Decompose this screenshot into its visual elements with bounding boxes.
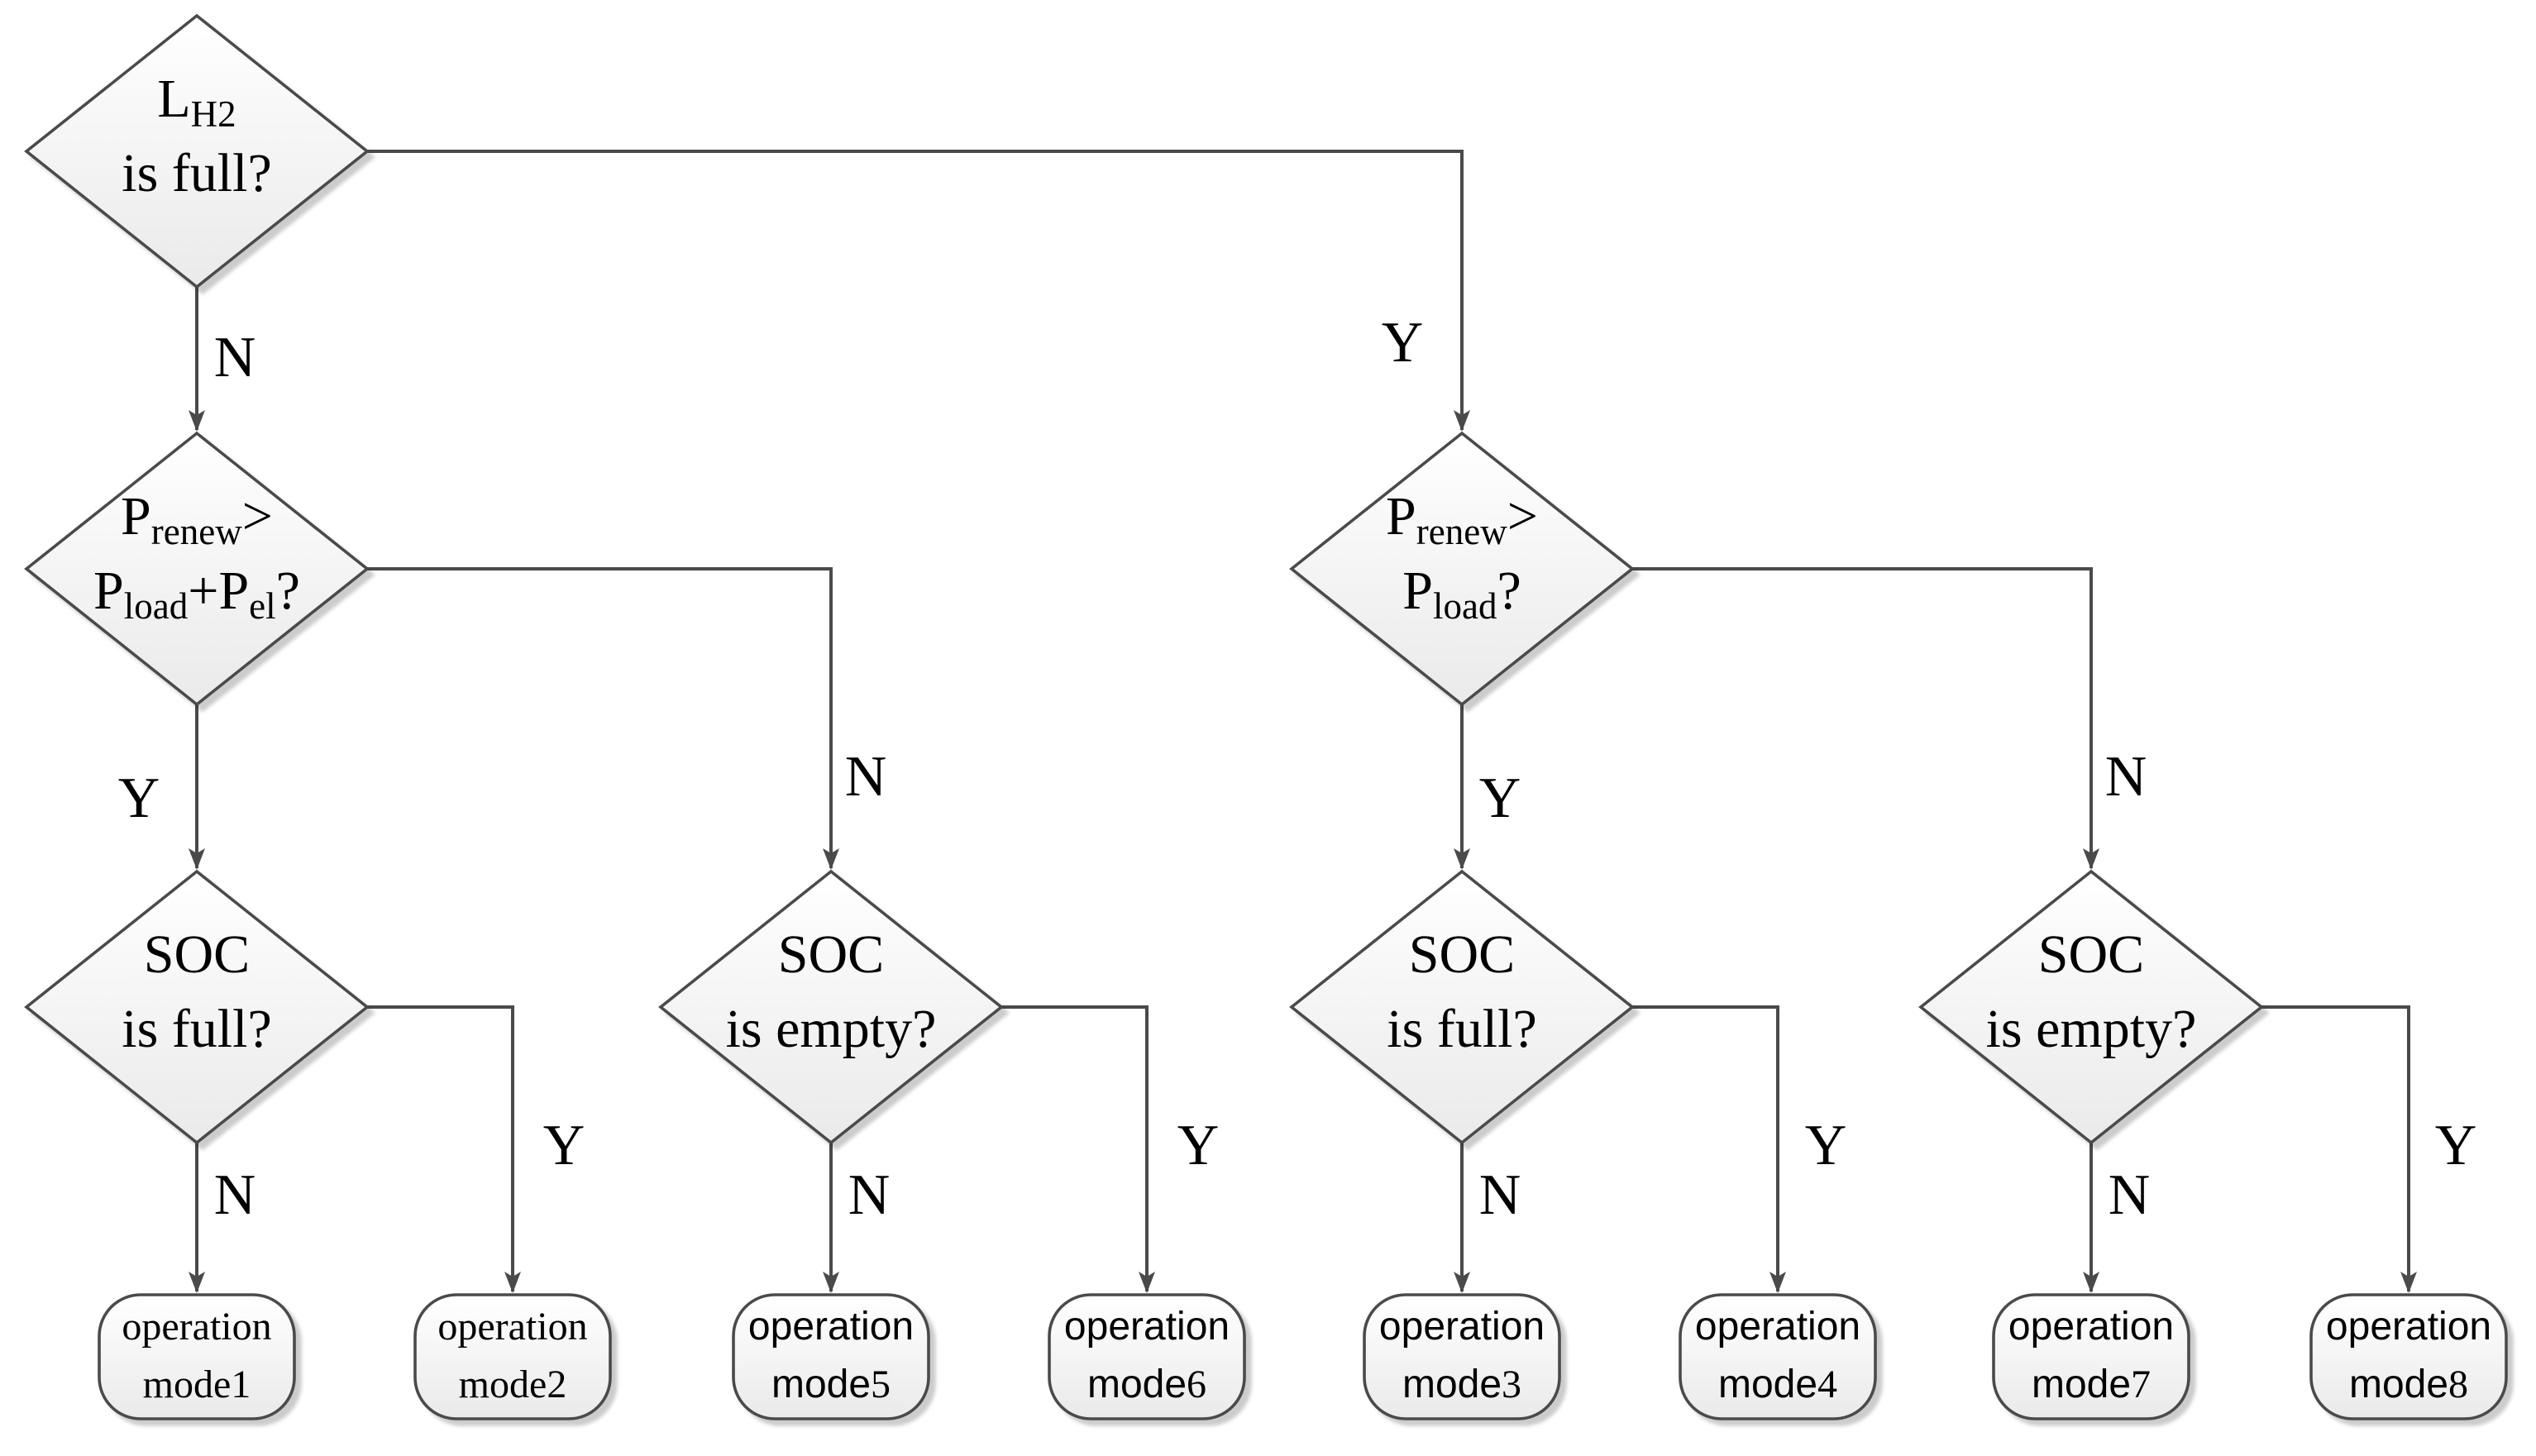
terminal-operation-mode8-line1: operation	[2326, 1305, 2491, 1349]
decision-lh2-text-line1: LH2	[157, 69, 236, 135]
decision-prenew-pload-pel-text-line1: Prenew>	[121, 486, 273, 552]
edge-label-socempty-left-yes: Y	[1177, 1114, 1220, 1177]
terminal-operation-mode5-line2: mode5	[771, 1363, 891, 1406]
decision-prenew-pload-text-line2: Pload?	[1402, 561, 1521, 627]
decision-soc-empty-left-diamond	[658, 869, 1004, 1145]
terminal-operation-mode8-line2: mode8	[2349, 1363, 2468, 1406]
edge-label-prenew-pel-yes: Y	[118, 766, 160, 830]
edge-label-prenew-pload-no: N	[2105, 745, 2147, 809]
edge-label-socempty-left-no: N	[848, 1163, 891, 1227]
decision-prenew-pload-pel-diamond	[24, 431, 370, 707]
terminal-operation-mode6	[1048, 1293, 1246, 1420]
decision-soc-full-left-text-line2: is full?	[122, 999, 271, 1059]
terminal-operation-mode5-line1: operation	[748, 1305, 914, 1349]
edge-label-lh2-no: N	[214, 326, 256, 389]
terminal-operation-mode6-line1: operation	[1064, 1305, 1230, 1349]
terminal-operation-mode4	[1679, 1293, 1877, 1420]
terminal-operation-mode2	[413, 1293, 612, 1420]
decision-prenew-pload-text-line1: Prenew>	[1386, 486, 1538, 552]
edge-label-socempty-right-yes: Y	[2435, 1114, 2477, 1177]
decision-soc-full-right-text-line2: is full?	[1387, 999, 1536, 1059]
edge-socempty-left-yes	[1001, 1005, 1155, 1293]
edge-label-socfull-left-no: N	[214, 1163, 256, 1227]
terminal-operation-mode7-line2: mode7	[2032, 1363, 2151, 1406]
decision-lh2-text-line2: is full?	[122, 143, 271, 203]
terminal-operation-mode3-line2: mode3	[1402, 1363, 1521, 1406]
edge-label-prenew-pel-no: N	[845, 745, 887, 809]
terminal-operation-mode1-line1: operation	[122, 1305, 271, 1349]
edge-label-prenew-pload-yes: Y	[1479, 766, 1521, 830]
terminal-operation-mode3	[1363, 1293, 1561, 1420]
edge-socfull-left-yes	[367, 1005, 521, 1293]
decision-soc-empty-right-text-line2: is empty?	[1986, 999, 2197, 1059]
decision-prenew-pload-diamond	[1289, 431, 1635, 707]
decision-soc-full-left-text-line1: SOC	[144, 924, 250, 985]
terminal-operation-mode3-line1: operation	[1379, 1305, 1545, 1349]
terminal-operation-mode1	[98, 1293, 296, 1420]
terminal-operation-mode4-line1: operation	[1695, 1305, 1860, 1349]
decision-prenew-pload-pel-text-line2: Pload+Pel?	[93, 561, 300, 627]
terminal-operation-mode5	[732, 1293, 930, 1420]
decision-soc-empty-right-text-line1: SOC	[2038, 924, 2144, 985]
terminal-operation-mode2-line2: mode2	[459, 1363, 567, 1406]
decision-soc-full-right-text-line1: SOC	[1409, 924, 1515, 985]
terminal-operation-mode7-line1: operation	[2008, 1305, 2174, 1349]
decision-soc-full-left-diamond	[24, 869, 370, 1145]
edge-prenew-pel-no	[367, 567, 839, 870]
edge-prenew-pload-no	[1632, 567, 2099, 870]
edge-label-socfull-right-yes: Y	[1805, 1114, 1847, 1177]
edge-label-socfull-right-no: N	[1479, 1163, 1521, 1227]
decision-soc-empty-left-text-line2: is empty?	[726, 999, 937, 1059]
decision-soc-empty-right-diamond	[1918, 869, 2264, 1145]
terminal-operation-mode2-line1: operation	[437, 1305, 587, 1349]
edge-label-socfull-left-yes: Y	[543, 1114, 585, 1177]
edge-label-socempty-right-no: N	[2109, 1163, 2151, 1227]
terminal-operation-mode8	[2309, 1293, 2508, 1420]
decision-soc-empty-left-text-line1: SOC	[778, 924, 884, 985]
decision-lh2-full-diamond	[24, 13, 370, 289]
terminal-operation-mode1-line2: mode1	[143, 1363, 251, 1406]
edge-socfull-right-yes	[1632, 1005, 1786, 1293]
edge-label-lh2-yes: Y	[1382, 311, 1424, 375]
decision-soc-full-right-diamond	[1289, 869, 1635, 1145]
terminal-operation-mode6-line2: mode6	[1087, 1363, 1206, 1406]
terminal-operation-mode7	[1992, 1293, 2190, 1420]
edge-lh2-yes	[367, 150, 1470, 432]
terminal-operation-mode4-line2: mode4	[1718, 1363, 1837, 1406]
edge-socempty-right-yes	[2261, 1005, 2417, 1293]
